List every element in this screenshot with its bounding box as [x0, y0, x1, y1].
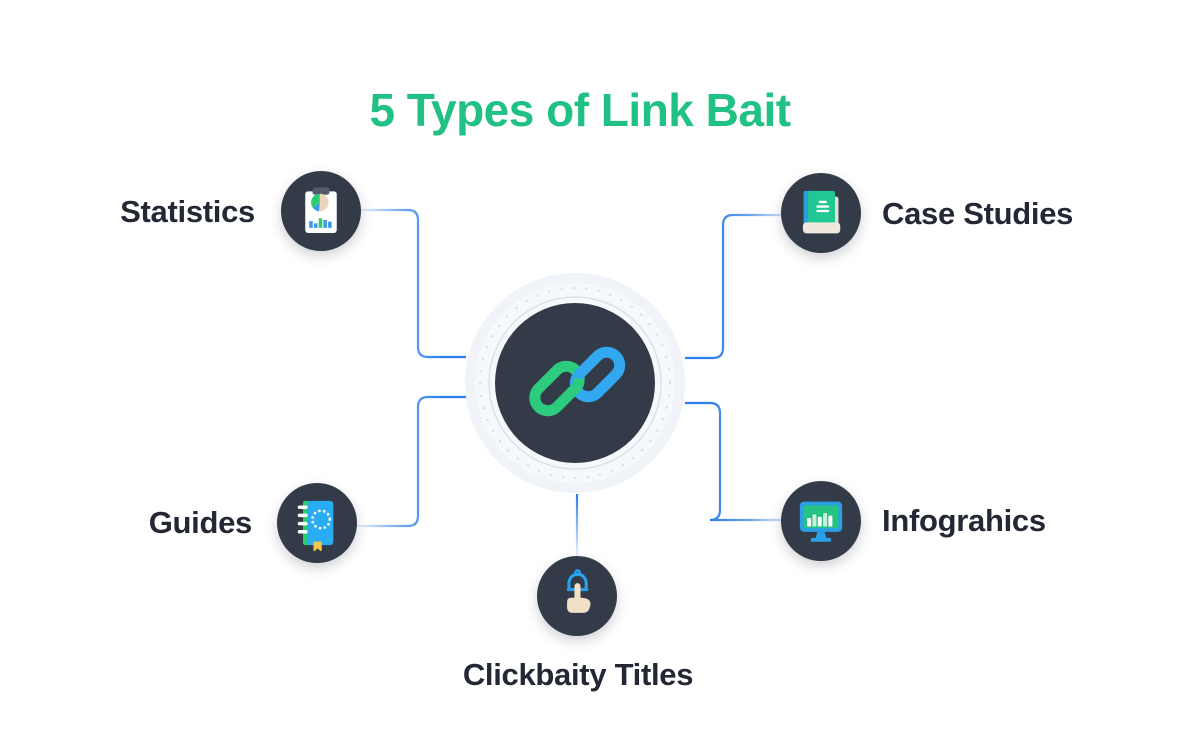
node-circle-guides [277, 483, 357, 563]
chain-link-icon [529, 346, 626, 417]
node-label-guides: Guides [148, 505, 253, 540]
connector-statistics [360, 208, 466, 359]
page-title: 5 Types of Link Bait [369, 83, 791, 136]
connector-infographics [685, 401, 783, 522]
node-circle-clickbaity-titles [537, 556, 617, 636]
node-circle-case-studies [781, 173, 861, 253]
connector-guides [357, 395, 466, 528]
notebook-icon [297, 500, 334, 551]
node-label-clickbaity-titles: Clickbaity Titles [462, 657, 694, 692]
node-circle-infographics [781, 481, 861, 561]
monitor-chart-icon [799, 501, 843, 542]
connector-case-studies [685, 213, 783, 360]
clipboard-chart-icon [305, 187, 337, 233]
book-icon [802, 190, 841, 234]
node-label-case-studies: Case Studies [882, 196, 1074, 231]
hub-thin-ring [488, 296, 662, 470]
hub-dotted-ring [478, 286, 672, 480]
central-hub [465, 273, 685, 493]
node-circle-statistics [281, 171, 361, 251]
node-label-infographics: Infograhics [882, 503, 1046, 538]
click-hand-icon [566, 569, 591, 613]
node-label-statistics: Statistics [120, 194, 255, 229]
